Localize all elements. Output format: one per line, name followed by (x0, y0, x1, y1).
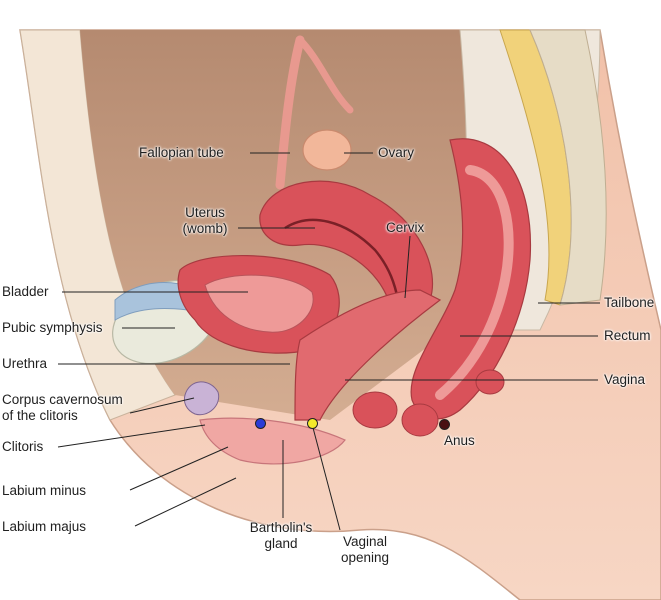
label-bartholin-line2: gland (264, 536, 298, 551)
sphincter-1 (352, 391, 398, 429)
label-labium-minus: Labium minus (2, 483, 87, 498)
label-vagina: Vagina (604, 372, 646, 387)
label-corpus-line1: Corpus cavernosum (2, 392, 123, 407)
label-bartholin-line1: Bartholin's (249, 520, 313, 535)
label-fallopian-tube: Fallopian tube (139, 145, 224, 160)
sphincter-2 (401, 403, 439, 437)
ovary-shape (302, 129, 352, 171)
anus-marker (439, 419, 450, 430)
label-cervix: Cervix (386, 220, 425, 235)
label-vaginal-opening-line2: opening (340, 550, 390, 565)
label-uterus-line2: (womb) (182, 221, 228, 236)
label-vaginal-opening-line1: Vaginal (342, 534, 388, 549)
vagina-shape (294, 289, 442, 421)
label-urethra: Urethra (2, 356, 48, 371)
rectal-lumen (435, 165, 514, 400)
label-ovary: Ovary (378, 145, 415, 160)
bladder-lumen (204, 274, 314, 333)
label-bartholins-gland: Bartholin's gland (236, 520, 326, 552)
label-bladder: Bladder (2, 284, 49, 299)
label-uterus: Uterus (womb) (170, 205, 240, 237)
label-tailbone: Tailbone (604, 295, 655, 310)
corpus-cavernosum-shape (183, 381, 220, 416)
label-uterus-line1: Uterus (185, 205, 225, 220)
label-rectum: Rectum (604, 328, 651, 343)
fallopian-tube-shape (275, 35, 305, 190)
fimbriae (296, 36, 354, 114)
vertebrae (529, 29, 607, 306)
label-corpus-cavernosum: Corpus cavernosum of the clitoris (2, 392, 123, 424)
label-corpus-line2: of the clitoris (2, 408, 78, 423)
sphincter-3 (475, 369, 505, 395)
label-pubic-symphysis: Pubic symphysis (2, 320, 103, 335)
clitoris-marker (255, 418, 266, 429)
vaginal-opening-marker (307, 418, 318, 429)
leader-lines (57, 152, 600, 531)
label-clitoris: Clitoris (2, 439, 44, 454)
label-labium-majus: Labium majus (2, 519, 87, 534)
uterine-cavity (284, 218, 400, 301)
label-vaginal-opening: Vaginal opening (325, 534, 405, 566)
label-anus: Anus (444, 433, 475, 448)
